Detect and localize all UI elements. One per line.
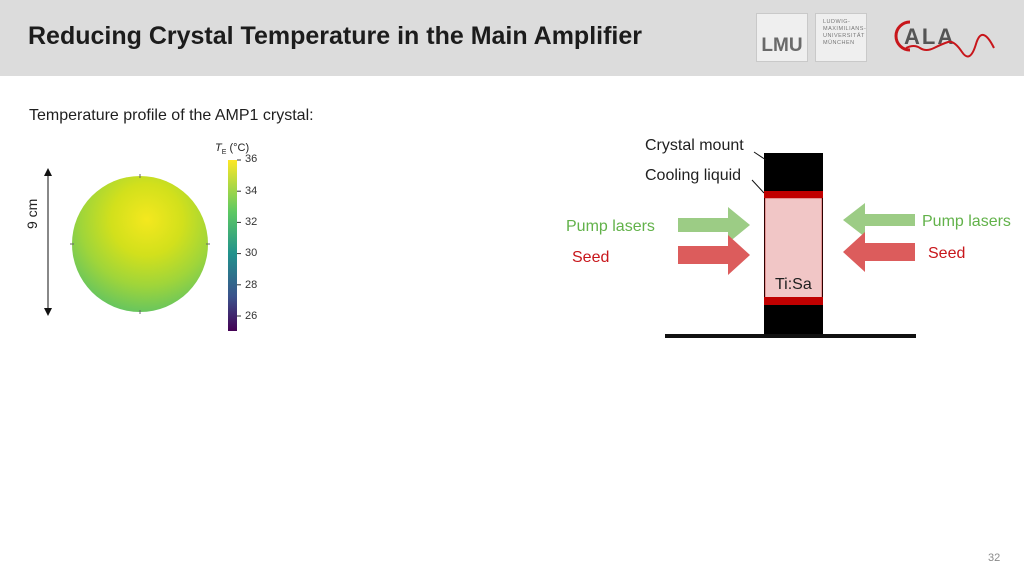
pump-lasers-right-label: Pump lasers: [922, 213, 1011, 230]
colorbar-tick-30: 30: [245, 247, 258, 259]
lmu-line-4: MÜNCHEN: [823, 40, 855, 46]
mount-leader-line: [753, 151, 767, 161]
crystal-disk: [72, 176, 208, 312]
colorbar-title-unit: (°C): [229, 142, 250, 154]
svg-text:ALA: ALA: [904, 24, 955, 49]
lmu-logo-text: LMU: [761, 35, 803, 56]
cooling-band-top: [764, 191, 823, 198]
crystal-label: Ti:Sa: [775, 276, 812, 293]
cala-logo: ALA: [894, 20, 995, 58]
colorbar-ticks: [237, 159, 241, 317]
colorbar-title-sub: E: [221, 149, 227, 157]
temperature-heatmap: [44, 159, 241, 331]
seed-right-label: Seed: [928, 245, 966, 262]
base-plate: [665, 334, 916, 338]
cooling-band-bottom: [764, 297, 823, 305]
page-number: 32: [988, 552, 1001, 564]
cooling-leader-line: [751, 179, 765, 194]
scale-label: 9 cm: [24, 198, 40, 229]
colorbar: [228, 160, 237, 331]
seed-left-label: Seed: [572, 249, 610, 266]
scale-arrow-top: [44, 168, 52, 176]
seed-arrow-left: [678, 235, 750, 275]
colorbar-title-symbol: T: [215, 142, 222, 154]
heatmap-caption: Temperature profile of the AMP1 crystal:: [29, 107, 314, 124]
cooling-liquid-label: Cooling liquid: [645, 167, 742, 184]
scale-arrow-bottom: [44, 308, 52, 316]
lmu-line-1: LUDWIG-: [823, 19, 851, 25]
colorbar-tick-26: 26: [245, 310, 258, 322]
seed-arrow-right: [843, 232, 915, 272]
slide-title: Reducing Crystal Temperature in the Main…: [28, 22, 643, 50]
colorbar-tick-32: 32: [245, 216, 258, 228]
amplifier-diagram: [665, 151, 916, 338]
lmu-line-3: UNIVERSITÄT: [823, 33, 865, 39]
colorbar-tick-28: 28: [245, 279, 258, 291]
crystal-mount-label: Crystal mount: [645, 137, 744, 154]
pump-arrow-right: [843, 203, 915, 237]
colorbar-tick-34: 34: [245, 185, 258, 197]
pump-arrow-left: [678, 207, 750, 243]
lmu-line-2: MAXIMILIANS-: [823, 26, 867, 32]
lmu-logo: LMU: [756, 13, 808, 62]
lmu-university-logo: LUDWIG- MAXIMILIANS- UNIVERSITÄT MÜNCHEN: [815, 13, 867, 62]
colorbar-tick-36: 36: [245, 153, 258, 165]
pump-lasers-left-label: Pump lasers: [566, 218, 655, 235]
colorbar-title: TE (°C): [215, 142, 249, 156]
